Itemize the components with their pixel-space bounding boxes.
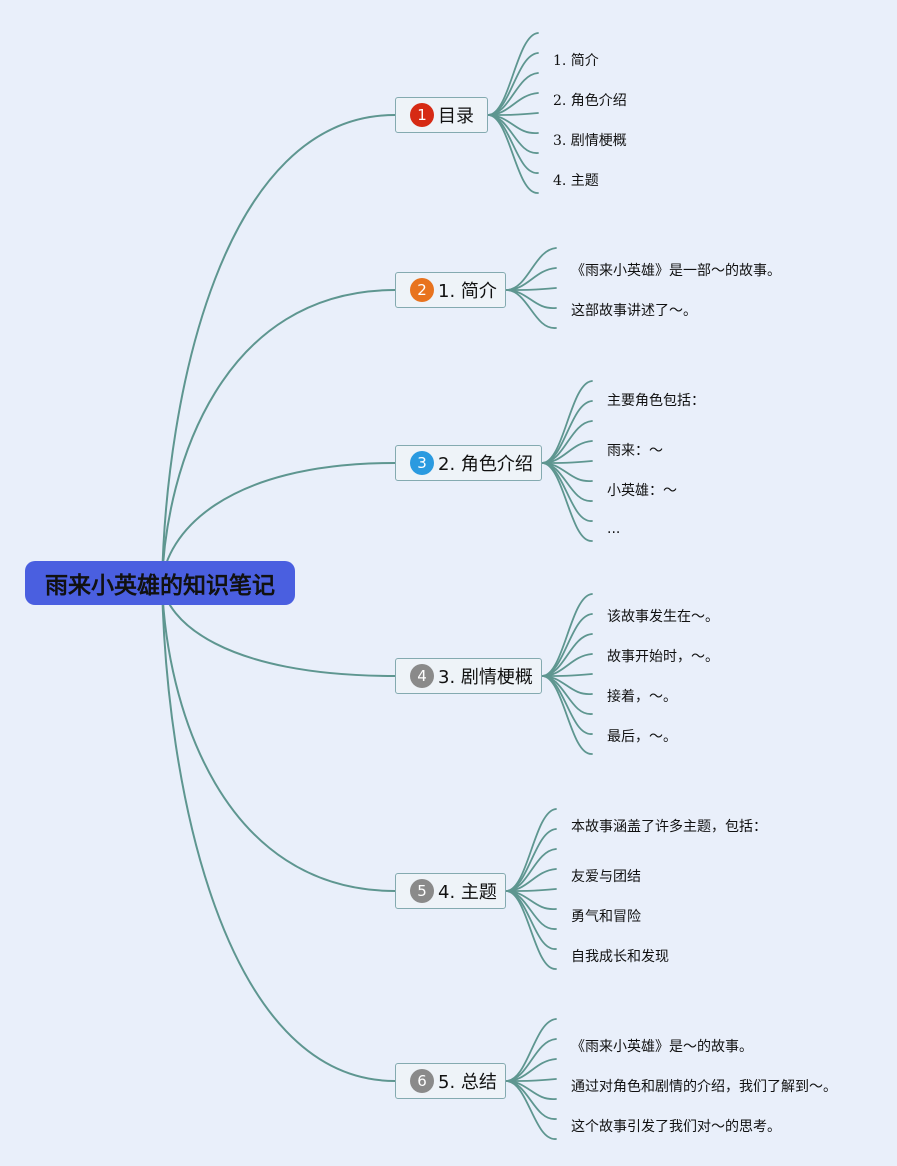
leaf-item[interactable]: 《雨来小英雄》是一部～的故事。	[571, 263, 781, 279]
topic-label: 5. 总结	[438, 1072, 497, 1093]
leaf-item[interactable]: 主要角色包括：	[607, 393, 705, 409]
topic-label: 3. 剧情梗概	[438, 667, 533, 688]
branch-connector	[161, 289, 396, 584]
leaf-item[interactable]: 勇气和冒险	[571, 909, 641, 925]
leaf-item[interactable]: 友爱与团结	[571, 869, 641, 885]
branch-connector	[161, 582, 396, 1082]
leaf-item[interactable]: 自我成长和发现	[571, 949, 669, 965]
leaf-item[interactable]: 4. 主题	[553, 173, 599, 189]
number-badge-icon: 1	[410, 103, 434, 127]
leaf-connector	[505, 289, 557, 309]
leaf-item[interactable]: 本故事涵盖了许多主题，包括：	[571, 819, 767, 835]
number-badge-icon: 3	[410, 451, 434, 475]
leaf-item[interactable]: 1. 简介	[553, 53, 599, 69]
leaf-connector	[541, 593, 593, 677]
root-topic[interactable]: 雨来小英雄的知识笔记	[25, 561, 295, 605]
leaf-connector	[505, 890, 557, 930]
number-badge-icon: 5	[410, 879, 434, 903]
leaf-item[interactable]: 最后，～。	[607, 729, 677, 745]
topic-summary[interactable]: 6 5. 总结	[395, 1063, 506, 1099]
leaf-item[interactable]: 《雨来小英雄》是～的故事。	[571, 1039, 753, 1055]
leaf-item[interactable]: 小英雄：～	[607, 483, 677, 499]
leaf-item[interactable]: 2. 角色介绍	[553, 93, 627, 109]
leaf-item[interactable]: 3. 剧情梗概	[553, 133, 627, 149]
branch-connector	[161, 582, 396, 892]
leaf-connector	[505, 1080, 557, 1120]
leaf-connector	[505, 890, 557, 970]
leaf-connector	[505, 289, 557, 329]
topic-intro[interactable]: 2 1. 简介	[395, 272, 506, 308]
leaf-item[interactable]: 该故事发生在～。	[607, 609, 719, 625]
branch-connector	[161, 114, 396, 584]
leaf-item[interactable]: 这部故事讲述了～。	[571, 303, 697, 319]
leaf-connector	[487, 114, 539, 194]
leaf-connector	[541, 380, 593, 464]
leaf-connector	[541, 675, 593, 755]
topic-label: 4. 主题	[438, 882, 497, 903]
leaf-item[interactable]: 这个故事引发了我们对～的思考。	[571, 1119, 781, 1135]
leaf-item[interactable]: 接着，～。	[607, 689, 677, 705]
leaf-item[interactable]: 故事开始时，～。	[607, 649, 719, 665]
number-badge-icon: 6	[410, 1069, 434, 1093]
leaf-connector	[487, 114, 539, 154]
number-badge-icon: 4	[410, 664, 434, 688]
topic-toc[interactable]: 1 目录	[395, 97, 488, 133]
leaf-item[interactable]: 雨来：～	[607, 443, 663, 459]
leaf-connector	[541, 675, 593, 715]
leaf-item[interactable]: ...	[607, 521, 621, 537]
root-title: 雨来小英雄的知识笔记	[45, 573, 275, 599]
leaf-connector	[505, 808, 557, 892]
topic-label: 2. 角色介绍	[438, 454, 533, 475]
topic-theme[interactable]: 5 4. 主题	[395, 873, 506, 909]
topic-plot[interactable]: 4 3. 剧情梗概	[395, 658, 542, 694]
leaf-connector	[505, 1080, 557, 1140]
topic-label: 目录	[438, 106, 474, 127]
leaf-connector	[541, 462, 593, 542]
topic-characters[interactable]: 3 2. 角色介绍	[395, 445, 542, 481]
topic-label: 1. 简介	[438, 281, 497, 302]
leaf-item[interactable]: 通过对角色和剧情的介绍，我们了解到～。	[571, 1079, 837, 1095]
number-badge-icon: 2	[410, 278, 434, 302]
leaf-connector	[487, 32, 539, 116]
leaf-connector	[541, 462, 593, 502]
